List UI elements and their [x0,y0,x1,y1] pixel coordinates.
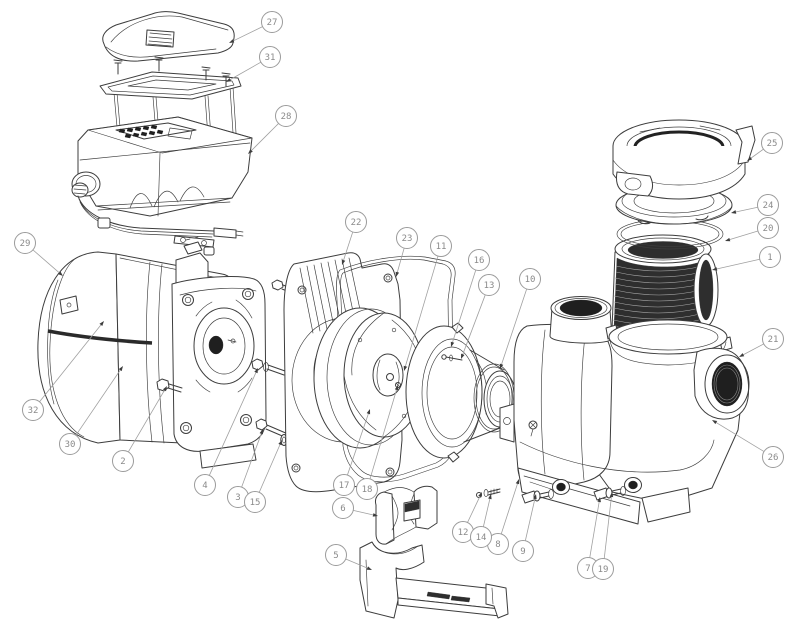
svg-text:17: 17 [339,481,350,491]
motor-mount-clamp [375,485,438,545]
motor-flange [171,276,267,469]
callout-14: 14 [470,494,492,548]
callout-13: 13 [461,274,500,359]
svg-text:21: 21 [768,335,779,345]
plate-screw [113,56,231,87]
seal-plate-bolts [251,279,299,446]
base-end-bracket [485,583,509,619]
svg-text:23: 23 [402,234,413,244]
callout-5: 5 [325,544,372,570]
svg-text:31: 31 [265,53,276,63]
callout-27: 27 [229,11,283,43]
callout-4: 4 [194,368,258,496]
callout-17: 17 [333,409,371,496]
svg-text:3: 3 [235,493,240,503]
svg-text:1: 1 [767,253,772,263]
callout-20: 20 [725,217,779,242]
callout-9: 9 [512,494,537,562]
callout-31: 31 [226,46,281,82]
callout-6: 6 [332,497,378,519]
callout-8: 8 [487,479,520,555]
callout-11: 11 [403,235,452,371]
svg-text:19: 19 [598,565,609,575]
callout-30: 30 [59,366,123,455]
callout-18: 18 [356,385,399,500]
pump-housing [499,296,750,525]
svg-text:13: 13 [484,281,495,291]
diffuser-screw [441,354,463,362]
svg-text:26: 26 [768,453,779,463]
svg-text:20: 20 [763,224,774,234]
clamp-knob [616,171,654,197]
svg-text:5: 5 [333,551,338,561]
callout-24: 24 [731,194,779,216]
svg-text:8: 8 [495,540,500,550]
callout-1: 1 [712,246,781,271]
svg-text:9: 9 [520,547,525,557]
controller-cover [102,11,235,62]
svg-text:4: 4 [202,481,207,491]
callout-29: 29 [14,232,63,276]
conduit-gland [71,171,101,198]
clamp-cam-lever [735,125,756,165]
callout-28: 28 [248,105,297,154]
callout-3: 3 [227,429,263,508]
svg-text:16: 16 [474,256,485,266]
svg-text:18: 18 [362,485,373,495]
callout-15: 15 [244,440,282,513]
callout-2: 2 [112,386,167,472]
drive-keypad [115,122,197,140]
svg-text:24: 24 [763,201,774,211]
motor-end-cap [37,251,121,444]
basket-collar-flange [605,319,733,366]
svg-text:7: 7 [585,564,590,574]
svg-text:22: 22 [351,218,362,228]
callout-22: 22 [341,211,367,265]
svg-text:14: 14 [476,533,487,543]
discharge-port [693,347,750,420]
svg-text:28: 28 [281,112,292,122]
drive-small-hardware [97,217,215,256]
svg-text:2: 2 [120,457,125,467]
housing-mount-tab [499,403,538,443]
suction-port [549,296,613,344]
callout-21: 21 [739,328,784,357]
svg-text:32: 32 [28,406,39,416]
callout-19: 19 [592,492,614,580]
impeller [313,307,425,449]
svg-text:12: 12 [458,528,469,538]
callout-23: 23 [395,227,418,277]
svg-text:30: 30 [65,440,76,450]
svg-text:27: 27 [267,18,278,28]
callout-32: 32 [22,321,104,421]
callout-12: 12 [452,492,482,543]
drain-plug-boss [552,477,642,495]
variable-speed-drive [71,116,253,256]
svg-text:11: 11 [436,242,447,252]
strainer-basket [611,234,719,340]
svg-text:15: 15 [250,498,261,508]
callout-25: 25 [747,132,783,161]
svg-text:6: 6 [340,504,345,514]
svg-text:10: 10 [525,275,536,285]
motor-mount-base [359,541,509,619]
callout-26: 26 [712,420,784,468]
diffuser [405,322,517,463]
motor [37,236,267,469]
lid-clamp-ring [612,119,756,200]
basket-handle-slot [693,253,719,327]
callout-16: 16 [450,249,490,347]
callout-10: 10 [499,268,541,369]
svg-text:25: 25 [767,139,778,149]
svg-text:29: 29 [20,239,31,249]
